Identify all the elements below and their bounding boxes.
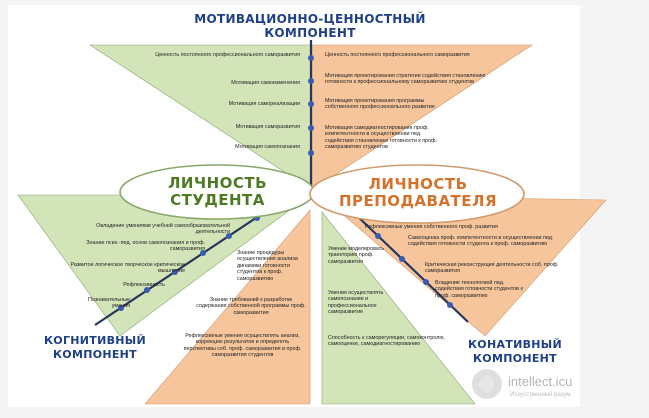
top-right-item: Мотивация проектирования программы собст… xyxy=(325,98,435,111)
lower-left-triangle xyxy=(144,209,311,405)
student-label: ЛИЧНОСТЬ СТУДЕНТА xyxy=(130,175,305,209)
lower-left-item: Знание требований к разработке содержани… xyxy=(196,297,306,316)
conative-item: Критическая реконструкция деятельности с… xyxy=(425,262,559,275)
cognitive-heading: КОГНИТИВНЫЙ КОМПОНЕНТ xyxy=(30,334,160,362)
top-left-item: Мотивация самоизменения xyxy=(231,80,300,86)
lower-left-item: Знание процедуры осуществления анализа д… xyxy=(237,250,298,282)
conative-item: Владение технологией пед. содействия гот… xyxy=(435,280,523,299)
top-left-item: Мотивация самореализации xyxy=(228,101,300,107)
lower-right-triangle xyxy=(321,211,476,405)
cognitive-item: Развитое логическое творческое критическ… xyxy=(70,262,185,275)
conative-heading-line2: КОМПОНЕНТ xyxy=(473,352,557,365)
cognitive-item: Овладение умениями учебной самообразоват… xyxy=(96,223,230,236)
top-right-item: Мотивация самодиагностирования проф. ком… xyxy=(325,125,438,151)
cognitive-heading-line1: КОГНИТИВНЫЙ xyxy=(44,334,146,347)
lower-right-item: Умение моделировать траекторию проф. сам… xyxy=(328,246,385,265)
cognitive-item: Познавательные умения xyxy=(88,297,130,310)
student-label-line1: ЛИЧНОСТЬ xyxy=(167,174,268,192)
conative-item: Рефлексивные умения собственного проф. р… xyxy=(365,224,498,230)
watermark-text: intellect.icu xyxy=(508,374,573,389)
lower-left-item: Рефлексивные умения осуществлять анализ,… xyxy=(183,333,302,359)
student-label-line2: СТУДЕНТА xyxy=(170,191,265,209)
top-right-item: Ценность постоянного профессионального с… xyxy=(325,52,470,58)
top-heading-line2: КОМПОНЕНТ xyxy=(264,26,356,40)
top-left-item: Ценность постоянного профессионального с… xyxy=(155,52,300,58)
conative-heading-line1: КОНАТИВНЫЙ xyxy=(468,338,562,351)
watermark-subtext: Искусственный разум xyxy=(510,392,571,398)
lower-right-item: Способность к саморегуляции, самоконтрол… xyxy=(328,335,445,348)
cognitive-item: Знание псих.-пед. основ самопознания и п… xyxy=(86,240,205,253)
cognitive-item: Рефлексивность xyxy=(123,282,165,288)
top-heading: МОТИВАЦИОННО-ЦЕННОСТНЫЙ КОМПОНЕНТ xyxy=(190,12,430,40)
conative-heading: КОНАТИВНЫЙ КОМПОНЕНТ xyxy=(455,338,575,366)
lower-right-item: Умения осуществлять самопознание и профе… xyxy=(328,290,384,316)
top-left-item: Мотивация саморазвития xyxy=(235,124,300,130)
teacher-label-line1: ЛИЧНОСТЬ xyxy=(368,175,468,193)
top-right-item: Мотивация проектирования стратегии содей… xyxy=(325,73,486,86)
top-heading-line1: МОТИВАЦИОННО-ЦЕННОСТНЫЙ xyxy=(194,12,426,26)
conative-item: Самооценка проф. компетентности в осущес… xyxy=(408,235,554,248)
teacher-label: ЛИЧНОСТЬ ПРЕПОДАВАТЕЛЯ xyxy=(318,176,518,210)
cognitive-heading-line2: КОМПОНЕНТ xyxy=(53,348,137,361)
teacher-label-line2: ПРЕПОДАВАТЕЛЯ xyxy=(338,192,498,210)
teacher-ellipse xyxy=(309,164,525,224)
top-left-item: Мотивация самопознания xyxy=(235,144,300,150)
top-axis-dots xyxy=(308,55,314,156)
